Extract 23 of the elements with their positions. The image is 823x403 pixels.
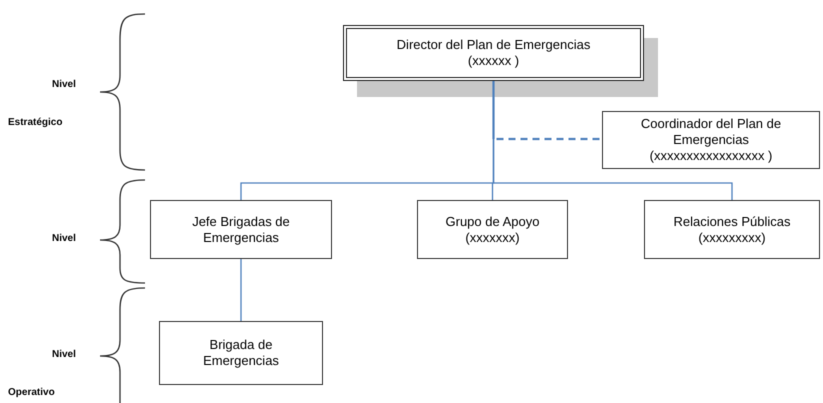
role-title: Coordinador del Plan de Emergencias <box>640 116 782 148</box>
level-label: Nivel <box>52 79 76 91</box>
role-note: (xxxxxx ) <box>468 53 520 69</box>
role-note: (xxxxxxxxx) <box>698 230 766 246</box>
level-label: Operativo <box>8 387 55 399</box>
role-note: (xxxxxxxxxxxxxxxxx ) <box>650 148 772 164</box>
connector-line <box>240 259 242 321</box>
level-label: Nivel <box>52 349 76 361</box>
role-box <box>343 25 644 81</box>
role-title: Relaciones Públicas <box>673 214 791 230</box>
role-title: Grupo de Apoyo <box>446 214 540 230</box>
role-note: (xxxxxxx) <box>465 230 520 246</box>
role-title: Director del Plan de Emergencias <box>396 37 590 53</box>
level-label: Estratégico <box>8 117 62 129</box>
connector-line <box>492 81 602 140</box>
role-box <box>417 200 568 259</box>
role-box <box>644 200 820 259</box>
role-title: Brigada de Emergencias <box>202 337 280 369</box>
level-label: Nivel <box>52 233 76 245</box>
role-box <box>150 200 332 259</box>
role-box <box>602 111 820 169</box>
role-title: Jefe Brigadas de Emergencias <box>191 214 291 246</box>
role-box <box>159 321 323 385</box>
